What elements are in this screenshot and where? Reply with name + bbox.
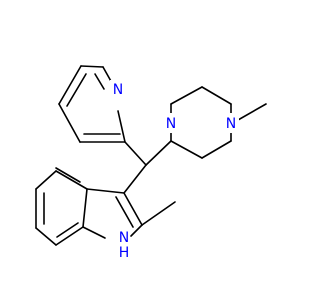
piperazine-ring [170, 86, 267, 159]
bond [56, 222, 79, 238]
bond [170, 140, 203, 159]
bond [201, 86, 232, 105]
bond [141, 201, 176, 226]
bond [80, 65, 104, 68]
bond [58, 103, 81, 143]
pyridine-ring [58, 65, 126, 143]
bond [55, 167, 81, 183]
bond [94, 73, 105, 90]
bond [35, 170, 57, 190]
bond [35, 227, 57, 246]
bond [55, 226, 84, 246]
bond [170, 86, 203, 105]
bond [124, 141, 147, 166]
bond [115, 196, 134, 228]
piperazine-nitrogen-4-label: N [226, 116, 236, 132]
bond [82, 188, 88, 228]
indole-pyrrole-ring [82, 188, 176, 239]
bond [123, 164, 147, 194]
bond [145, 140, 172, 166]
bond [58, 65, 82, 105]
pyridine-nitrogen-label: N [113, 82, 123, 98]
bond [82, 226, 106, 239]
bond [201, 140, 232, 159]
indole-benzene-ring [35, 167, 88, 246]
molecule-drawing: N N N N H [35, 65, 267, 262]
piperazine-nitrogen-1-label: N [166, 116, 176, 132]
bond [86, 188, 125, 194]
bond [55, 170, 88, 190]
atom-labels: N N N N H [110, 80, 239, 262]
structure-canvas: N N N N H [35, 65, 267, 262]
linker-bonds [123, 140, 172, 194]
indole-hydrogen-label: H [119, 245, 130, 261]
indole-nitrogen-label: N [119, 230, 129, 246]
bond [117, 110, 126, 143]
bond [123, 192, 143, 226]
bond [66, 73, 87, 107]
bond [130, 224, 143, 237]
